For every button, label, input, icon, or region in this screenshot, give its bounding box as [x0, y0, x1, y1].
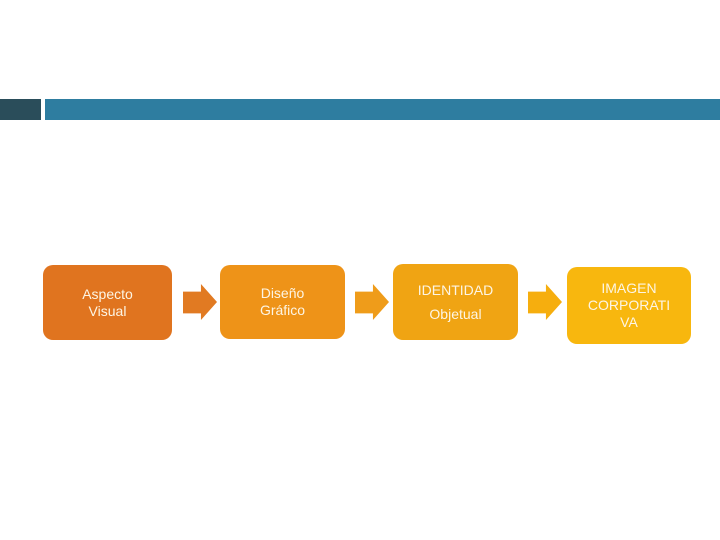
right-arrow-icon [528, 284, 562, 320]
step-label-line: CORPORATI [587, 297, 671, 313]
step-label-line: Diseño [260, 285, 305, 301]
flow-step-imagen-corporativa: IMAGEN CORPORATI VA [567, 267, 691, 344]
step-label-line: IMAGEN [601, 280, 657, 296]
step-label-line: Gráfico [259, 302, 306, 318]
step-label-line: Visual [88, 302, 127, 319]
step-label-line: Aspecto [82, 285, 133, 302]
step-label-line: VA [620, 314, 638, 330]
right-arrow-icon [183, 284, 217, 320]
title-bar [45, 99, 720, 120]
step-label-line: IDENTIDAD [417, 281, 494, 298]
right-arrow-icon [355, 284, 389, 320]
flow-step-aspecto-visual: Aspecto Visual [43, 265, 172, 340]
flow-step-identidad-objetual: IDENTIDAD Objetual [393, 264, 518, 340]
title-bar-accent-block [0, 99, 41, 120]
step-label-line: Objetual [429, 305, 482, 322]
flow-step-diseno-grafico: Diseño Gráfico [220, 265, 345, 339]
